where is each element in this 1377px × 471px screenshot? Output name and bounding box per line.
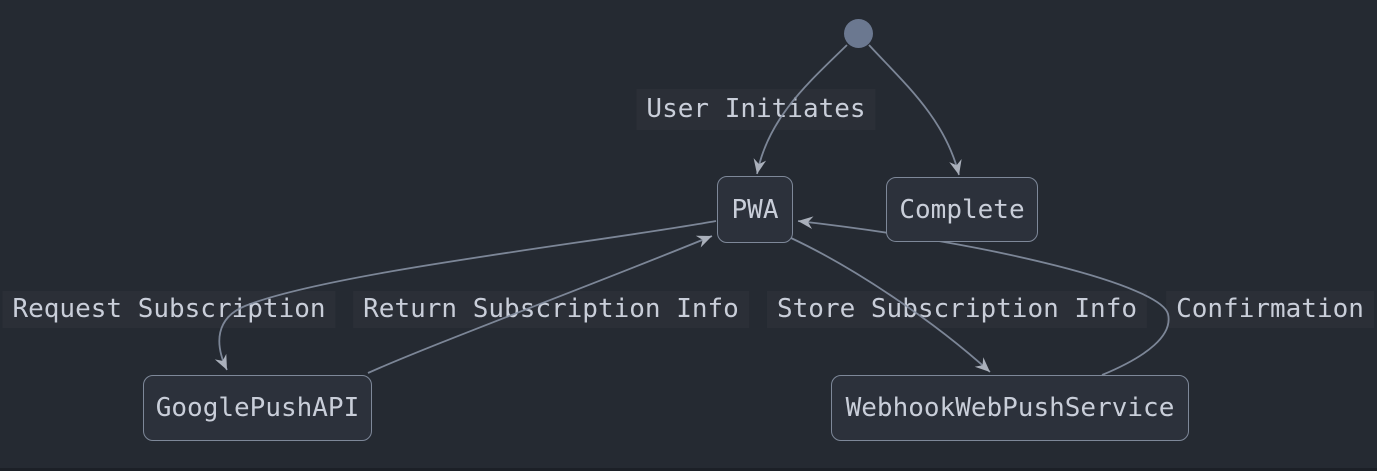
node-complete: Complete xyxy=(886,177,1038,242)
edge-label-user-initiates: User Initiates xyxy=(636,89,876,130)
edge-label-request-subscription: Request Subscription xyxy=(2,291,336,328)
node-googlepushapi: GooglePushAPI xyxy=(143,375,372,441)
bottom-edge-strip xyxy=(0,468,1377,471)
edge-label-return-subscription-info: Return Subscription Info xyxy=(353,291,749,328)
node-pwa: PWA xyxy=(717,176,793,243)
node-webhookwebpushservice: WebhookWebPushService xyxy=(831,375,1189,441)
edge-start-to-complete xyxy=(868,44,962,176)
edge-label-confirmation: Confirmation xyxy=(1166,291,1374,328)
initial-state-dot xyxy=(844,19,873,48)
edge-label-store-subscription-info: Store Subscription Info xyxy=(766,291,1148,328)
